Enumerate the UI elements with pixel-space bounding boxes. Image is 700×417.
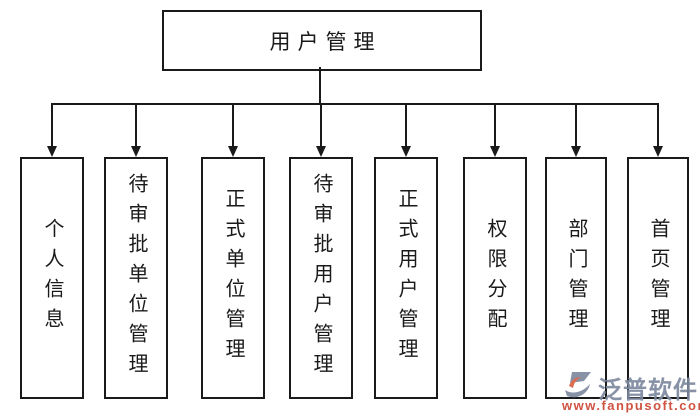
arrowheads (47, 146, 663, 157)
node-official-unit-management: 正式单位管理 (201, 157, 265, 399)
node-label: 个人信息 (41, 218, 63, 338)
node-label: 待审批用户管理 (310, 173, 332, 383)
node-pending-unit-management: 待审批单位管理 (104, 157, 168, 399)
node-label: 待审批单位管理 (125, 173, 147, 383)
node-department-management: 部门管理 (545, 157, 607, 399)
node-label: 正式单位管理 (222, 188, 244, 368)
node-label: 首页管理 (647, 218, 669, 338)
node-homepage-management: 首页管理 (627, 157, 689, 399)
node-pending-user-management: 待审批用户管理 (289, 157, 353, 399)
node-user-management: 用户管理 (162, 10, 482, 71)
node-label: 用户管理 (269, 29, 382, 54)
node-official-user-management: 正式用户管理 (374, 157, 438, 399)
node-label: 正式用户管理 (395, 188, 417, 368)
node-permission-assignment: 权限分配 (463, 157, 527, 399)
node-label: 权限分配 (484, 218, 506, 338)
node-label: 部门管理 (565, 218, 587, 338)
node-personal-info: 个人信息 (20, 157, 84, 399)
